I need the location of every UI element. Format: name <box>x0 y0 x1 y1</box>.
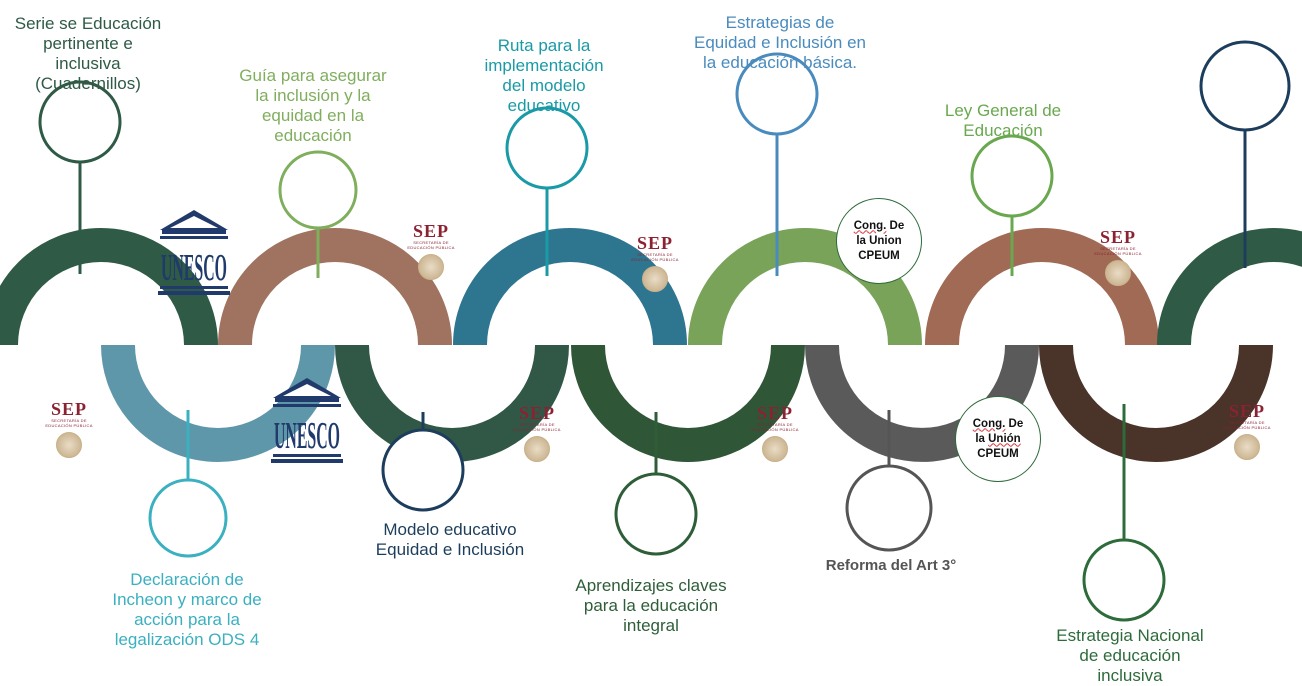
sep-logo-word: SEP <box>518 403 555 423</box>
sep-logo: SEP SECRETARÍA DE EDUCACIÓN PÚBLICA <box>502 404 572 474</box>
sep-logo-word: SEP <box>412 221 449 241</box>
sep-logo-word: SEP <box>1228 401 1265 421</box>
timeline-arc <box>1039 344 1273 462</box>
sep-seal-icon <box>1234 434 1260 460</box>
sep-logo-subtitle: EDUCACIÓN PÚBLICA <box>513 427 561 432</box>
timeline-arc <box>805 344 1039 462</box>
sep-logo-subtitle: EDUCACIÓN PÚBLICA <box>407 245 455 250</box>
sep-logo: SEP SECRETARÍA DE EDUCACIÓN PÚBLICA <box>396 222 466 292</box>
cong-line-1: Cong. De <box>972 417 1024 430</box>
sep-logo-subtitle: EDUCACIÓN PÚBLICA <box>1223 425 1271 430</box>
sep-logo-subtitle: SECRETARÍA DE <box>637 252 673 257</box>
milestone-circle <box>845 464 933 552</box>
timeline-arc <box>0 228 218 346</box>
timeline-arc <box>925 228 1159 346</box>
sep-logo-subtitle: EDUCACIÓN PÚBLICA <box>631 257 679 262</box>
sep-logo-word: SEP <box>50 399 87 419</box>
timeline-arc <box>1157 228 1302 346</box>
milestone-circle <box>614 472 698 556</box>
timeline-arc <box>453 228 687 346</box>
milestone-circle <box>970 134 1054 218</box>
cong-line-2: la Union <box>856 234 902 247</box>
label-reforma-art3: Reforma del Art 3° <box>806 556 976 576</box>
timeline-arc <box>571 344 805 462</box>
sep-logo-word: SEP <box>636 233 673 253</box>
unesco-word: UNESCO <box>161 247 227 289</box>
cong-union-badge: Cong. De la Unión CPEUM <box>955 396 1041 482</box>
sep-logo-subtitle: SECRETARÍA DE <box>1229 420 1265 425</box>
milestone-circle <box>148 478 228 558</box>
milestone-circle <box>505 106 589 190</box>
milestone-circle <box>735 52 819 136</box>
timeline-arc <box>688 228 922 346</box>
milestone-circle <box>381 428 465 512</box>
sep-seal-icon <box>642 266 668 292</box>
sep-seal-icon <box>418 254 444 280</box>
sep-logo-subtitle: SECRETARÍA DE <box>413 240 449 245</box>
sep-logo-word: SEP <box>1099 227 1136 247</box>
cong-union-badge: Cong. De la Union CPEUM <box>836 198 922 284</box>
sep-logo: SEP SECRETARÍA DE EDUCACIÓN PÚBLICA <box>1083 228 1153 298</box>
sep-seal-icon <box>762 436 788 462</box>
sep-logo-subtitle: SECRETARÍA DE <box>1100 246 1136 251</box>
milestone-circle <box>1199 40 1291 132</box>
cong-line-3: CPEUM <box>858 249 900 262</box>
sep-seal-icon <box>1105 260 1131 286</box>
cong-line-2: la Unión <box>975 432 1021 445</box>
cong-line-3: CPEUM <box>977 447 1019 460</box>
sep-logo-subtitle: SECRETARÍA DE <box>757 422 793 427</box>
sep-logo: SEP SECRETARÍA DE EDUCACIÓN PÚBLICA <box>34 400 104 470</box>
sep-seal-icon <box>524 436 550 462</box>
sep-logo-word: SEP <box>756 403 793 423</box>
sep-seal-icon <box>56 432 82 458</box>
timeline-arc <box>218 228 452 346</box>
sep-logo: SEP SECRETARÍA DE EDUCACIÓN PÚBLICA <box>1212 402 1282 472</box>
milestone-circle <box>38 80 122 164</box>
cong-line-1: Cong. De <box>853 219 905 232</box>
sep-logo-subtitle: SECRETARÍA DE <box>51 418 87 423</box>
sep-logo: SEP SECRETARÍA DE EDUCACIÓN PÚBLICA <box>740 404 810 474</box>
label-text: Reforma del Art 3° <box>825 557 957 574</box>
sep-logo-subtitle: SECRETARÍA DE <box>519 422 555 427</box>
sep-logo: SEP SECRETARÍA DE EDUCACIÓN PÚBLICA <box>620 234 690 304</box>
sep-logo-subtitle: EDUCACIÓN PÚBLICA <box>751 427 799 432</box>
sep-logo-subtitle: EDUCACIÓN PÚBLICA <box>45 423 93 428</box>
milestone-circle <box>278 150 358 230</box>
unesco-logo: UNESCO <box>158 210 230 295</box>
sep-logo-subtitle: EDUCACIÓN PÚBLICA <box>1094 251 1142 256</box>
milestone-circle <box>1082 538 1166 622</box>
unesco-word: UNESCO <box>274 415 340 457</box>
unesco-logo: UNESCO <box>271 378 343 463</box>
